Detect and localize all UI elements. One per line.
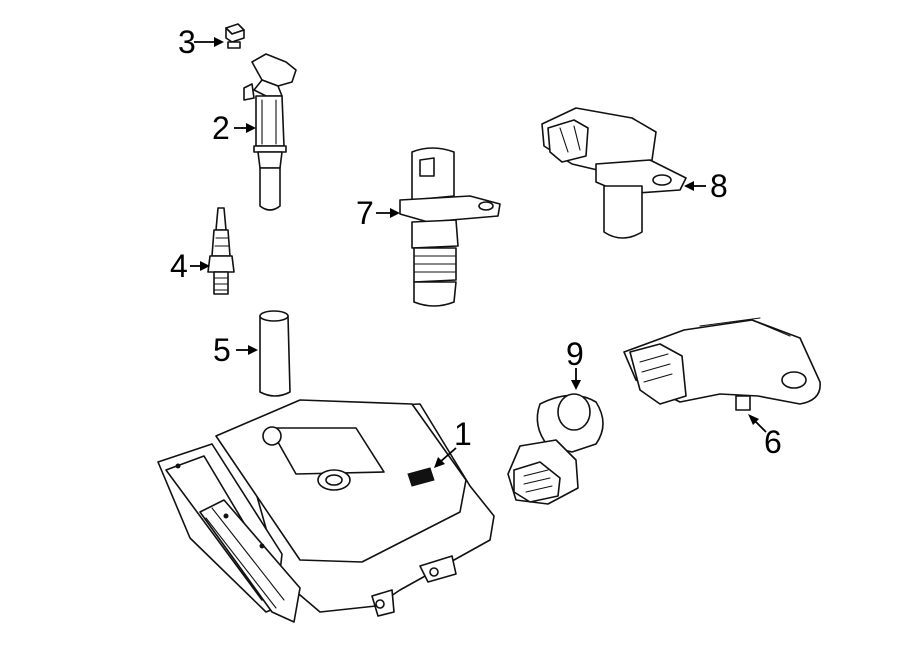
callout-label-2: 2 [212, 110, 230, 146]
part-2-ignition-coil [243, 53, 297, 211]
callout-label-8: 8 [710, 168, 728, 204]
callout-label-5: 5 [213, 332, 231, 368]
callout-label-9: 9 [566, 336, 584, 372]
callout-label-7: 7 [356, 195, 374, 231]
part-1-ecu [157, 399, 495, 623]
part-5-tube [259, 310, 291, 397]
callout-label-3: 3 [178, 24, 196, 60]
callout-label-6: 6 [764, 424, 782, 460]
callout-label-4: 4 [170, 248, 188, 284]
callout-arrows [190, 37, 767, 468]
part-6-map-sensor [623, 317, 821, 411]
callout-label-1: 1 [454, 416, 472, 452]
part-3-bolt [225, 23, 245, 49]
part-9-knock-sensor [507, 393, 604, 505]
part-8-sensor [541, 107, 687, 239]
part-4-spark-plug [207, 207, 235, 295]
part-7-sensor [399, 147, 501, 307]
